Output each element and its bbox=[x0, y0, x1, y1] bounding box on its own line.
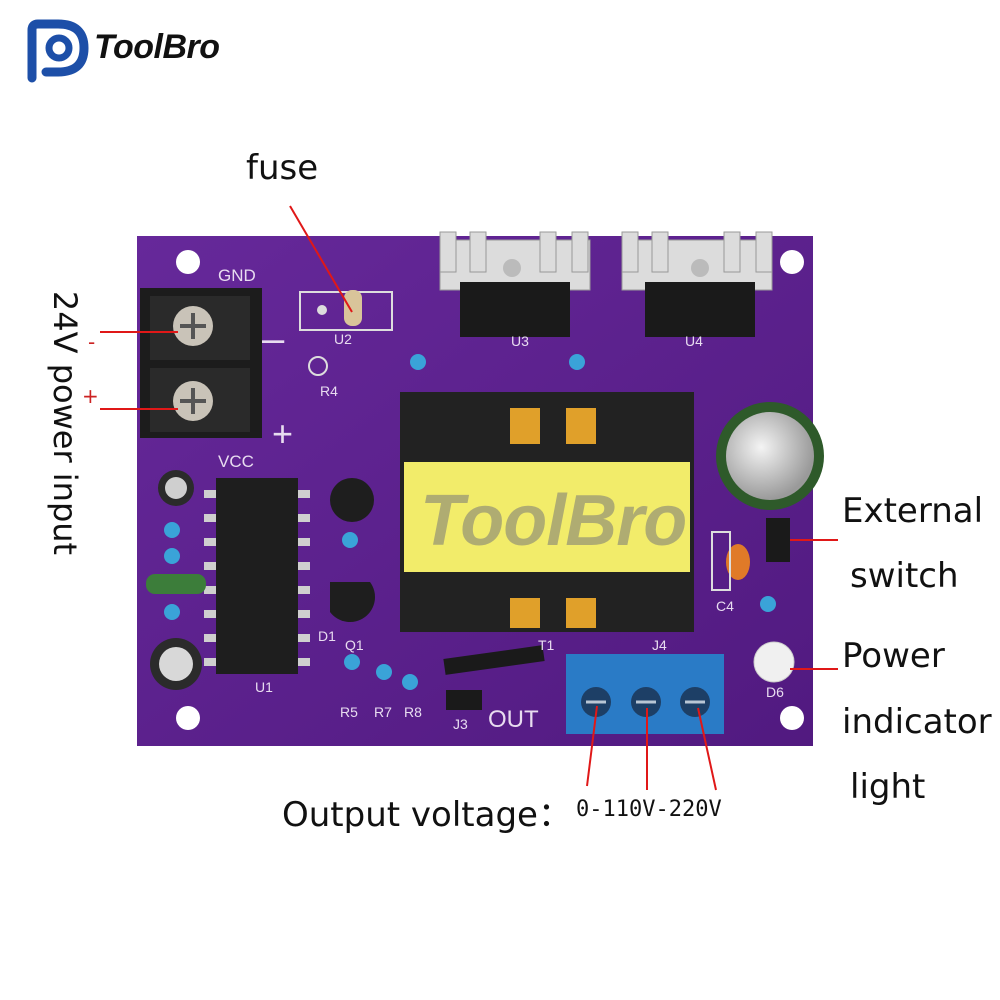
plus-sign: + bbox=[82, 384, 99, 408]
pcb-label-r7: R7 bbox=[374, 704, 392, 720]
pcb-label-u2: U2 bbox=[334, 331, 352, 347]
pcb-label-out: OUT bbox=[488, 706, 539, 733]
external-switch-label-line2: switch bbox=[850, 556, 959, 596]
power-indicator-label-line3: light bbox=[850, 767, 926, 807]
pcb-label-u1: U1 bbox=[255, 679, 273, 695]
pcb-label-r8: R8 bbox=[404, 704, 422, 720]
watermark: ToolBro bbox=[420, 481, 687, 561]
svg-text:–: – bbox=[262, 317, 285, 361]
pcb-label-d6: D6 bbox=[766, 684, 784, 700]
output-voltage-values: 0-110V-220V bbox=[576, 797, 722, 822]
pcb-label-gnd: GND bbox=[218, 266, 256, 285]
pcb-label-d1: D1 bbox=[318, 628, 336, 644]
pcb-label-r5: R5 bbox=[340, 704, 358, 720]
brand-name: ToolBro bbox=[94, 28, 220, 66]
brand-logo bbox=[18, 18, 92, 86]
external-switch-label-line1: External bbox=[842, 491, 984, 531]
power-indicator-label-line1: Power bbox=[842, 636, 945, 676]
pcb-label-q1: Q1 bbox=[345, 637, 364, 653]
pcb-label-u4: U4 bbox=[685, 333, 703, 349]
minus-sign: - bbox=[88, 330, 96, 354]
fuse-label: fuse bbox=[246, 148, 319, 188]
pcb-label-j3: J3 bbox=[453, 716, 468, 732]
svg-text:+: + bbox=[272, 413, 293, 454]
pcb-label-c4: C4 bbox=[716, 598, 734, 614]
power-input-label: 24V power input bbox=[46, 290, 84, 556]
pcb-label-t1: T1 bbox=[538, 637, 555, 653]
pcb-label-u3: U3 bbox=[511, 333, 529, 349]
pcb-label-vcc: VCC bbox=[218, 452, 254, 471]
pcb-label-r4: R4 bbox=[320, 383, 338, 399]
output-voltage-label: Output voltage： bbox=[282, 795, 572, 835]
power-indicator-label-line2: indicator bbox=[842, 702, 992, 742]
pcb-label-j4: J4 bbox=[652, 637, 667, 653]
